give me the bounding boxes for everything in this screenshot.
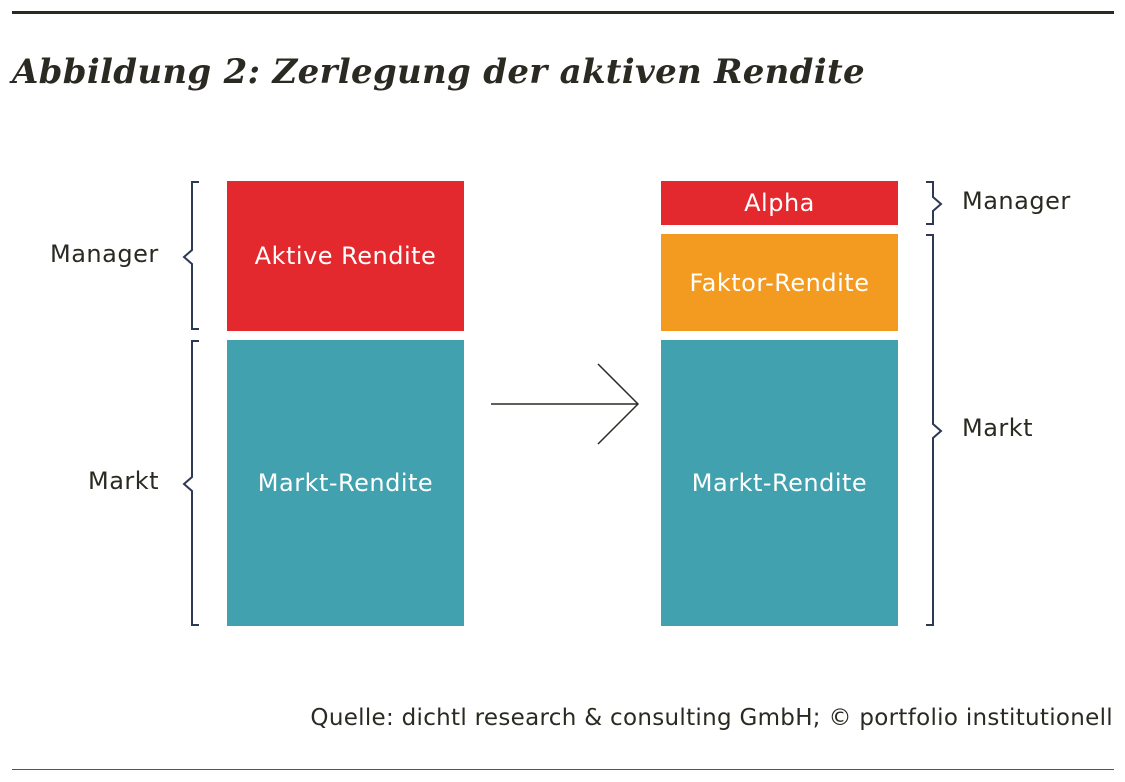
right-manager-label: Manager: [962, 187, 1071, 215]
right-alpha-label: Alpha: [744, 189, 815, 217]
right-manager-bracket: [926, 181, 943, 225]
left-market-return-label: Markt-Rendite: [257, 469, 434, 497]
right-market-return-box: Markt-Rendite: [661, 340, 898, 626]
right-factor-return-box: Faktor-Rendite: [661, 234, 898, 331]
source-note: Quelle: dichtl research & consulting Gmb…: [310, 705, 1113, 731]
right-markt-bracket: [926, 234, 943, 626]
left-market-return-box: Markt-Rendite: [227, 340, 464, 626]
bottom-rule: [12, 769, 1114, 770]
left-markt-label: Markt: [88, 467, 160, 495]
left-manager-bracket: [182, 181, 199, 330]
right-market-return-label: Markt-Rendite: [691, 469, 868, 497]
right-factor-return-label: Faktor-Rendite: [689, 268, 870, 297]
top-rule: [12, 11, 1114, 14]
left-active-return-box: Aktive Rendite: [227, 181, 464, 331]
left-markt-bracket: [182, 340, 199, 626]
arrow-head: [597, 363, 640, 445]
right-alpha-box: Alpha: [661, 181, 898, 225]
left-active-return-label: Aktive Rendite: [254, 242, 437, 270]
right-markt-label: Markt: [962, 414, 1034, 442]
figure-title: Abbildung 2: Zerlegung der aktiven Rendi…: [12, 52, 865, 92]
left-manager-label: Manager: [50, 240, 159, 268]
